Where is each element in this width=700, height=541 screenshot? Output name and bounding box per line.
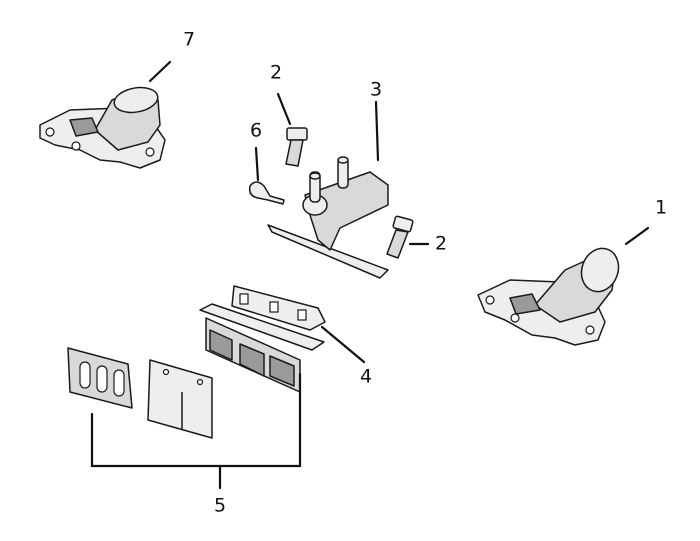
callout-1: 1: [655, 197, 667, 219]
callout-6: 6: [250, 120, 262, 142]
part-2-bolt-lower: [386, 215, 414, 259]
callout-7: 7: [183, 29, 195, 51]
part-2-bolt-upper: [285, 127, 308, 167]
bracket-5: [90, 372, 302, 468]
callout-3: 3: [370, 79, 382, 101]
part-3-manifold-flange: [267, 156, 389, 279]
callout-4: 4: [360, 366, 372, 388]
leader-6: [254, 146, 260, 182]
leader-4: [320, 325, 366, 364]
callout-2-lower: 2: [435, 233, 447, 255]
leader-3: [374, 100, 380, 162]
leader-lines: [90, 60, 650, 490]
part-1-intake-manifold: [477, 247, 620, 346]
callout-2-upper: 2: [270, 62, 282, 84]
part-7-intake-manifold: [39, 86, 166, 169]
callouts: 7 2 3 6 1 2 4 5: [183, 29, 667, 517]
leader-2-upper: [276, 92, 292, 126]
part-4-reed-block: [199, 285, 326, 393]
part-5-reed-petal: [147, 359, 213, 439]
callout-5: 5: [214, 495, 226, 517]
part-5-reed-plate: [67, 347, 133, 409]
leader-1: [624, 226, 650, 246]
leader-7: [148, 60, 172, 83]
part-6-clip: [248, 181, 285, 205]
